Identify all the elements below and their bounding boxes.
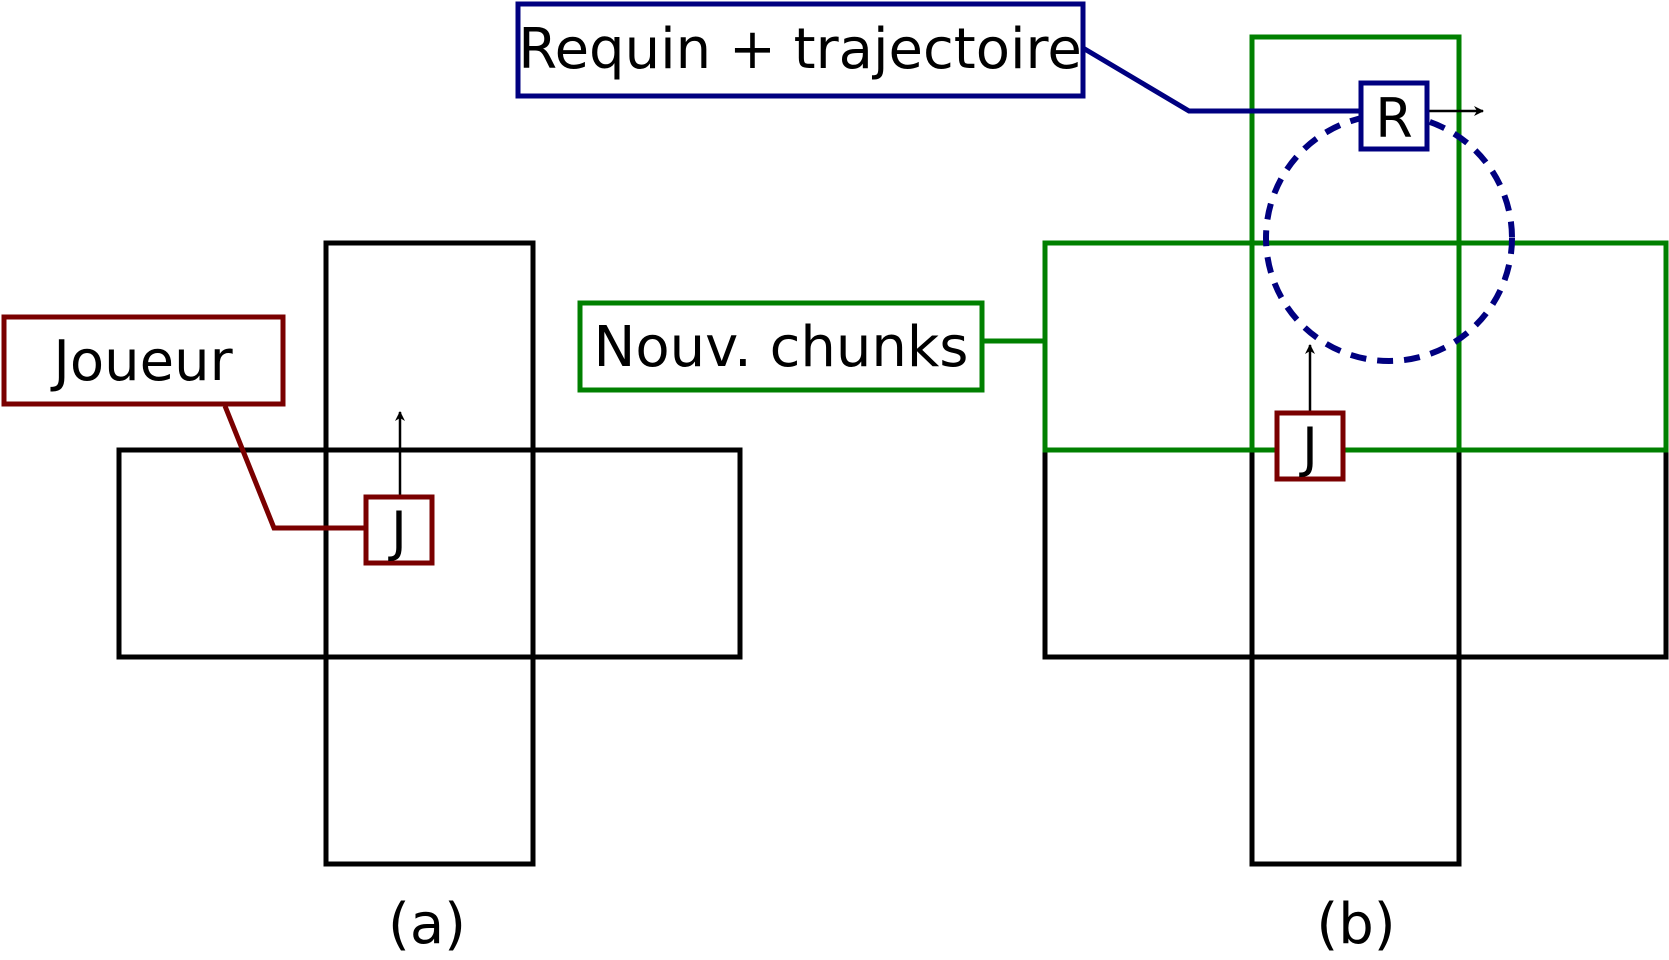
panel-a-player-leader-line: [222, 405, 366, 531]
panel-b-shark-callout: Requin + trajectoire: [515, 1, 1086, 99]
panel-b-shark-marker-box: [1358, 80, 1430, 152]
panel-b-shark-trajectory: [1263, 112, 1515, 364]
panel-b-player-marker-label: J: [1299, 416, 1318, 479]
panel-a-player-marker-label: J: [388, 500, 407, 563]
panel-a-caption: (a): [388, 892, 466, 957]
panel-a-player-callout-box: [1, 314, 286, 407]
panel-b-shark-marker-label: R: [1375, 87, 1413, 150]
panel-a-player-marker-box: [363, 494, 435, 566]
panel-b-shark-marker: R: [1358, 80, 1430, 152]
panel-b-old-chunk-grid: [1042, 447, 1669, 867]
panel-a-player-callout: Joueur: [1, 314, 286, 407]
panel-a-chunk-grid: [116, 240, 743, 867]
panel-b-player-marker-box: [1274, 410, 1346, 482]
panel-a-chunk-left: [116, 447, 329, 660]
panel-b-chunk-right: [1456, 447, 1669, 660]
panel-b-caption: (b): [1316, 892, 1395, 957]
panel-b-chunk-bottom: [1249, 654, 1462, 867]
panel-a-player-callout-label: Joueur: [50, 329, 233, 394]
panel-b-new-chunks-callout: Nouv. chunks: [577, 300, 985, 393]
panel-b-shark-callout-label: Requin + trajectoire: [518, 17, 1082, 82]
panel-a-player-marker: J: [363, 494, 435, 566]
panel-b-new-chunk-grid: [1042, 34, 1669, 453]
panel-a: Joueur J (a): [1, 240, 743, 957]
panel-b-shark-callout-box: [515, 1, 1086, 99]
panel-b-new-chunk-right: [1456, 240, 1669, 453]
panel-b-new-chunks-callout-box: [577, 300, 985, 393]
panel-b-new-chunk-left: [1042, 240, 1255, 453]
panel-b-new-chunks-callout-label: Nouv. chunks: [594, 315, 969, 380]
panel-a-chunk-top: [323, 240, 536, 453]
panel-a-chunk-right: [530, 447, 743, 660]
panel-b-chunk-left: [1042, 447, 1255, 660]
panel-b-player-marker: J: [1274, 410, 1346, 482]
panel-b-shark-leader-line: [1081, 45, 1359, 114]
panel-b: Nouv. chunks Requin + trajectoire R J (b…: [515, 1, 1669, 957]
panel-a-chunk-bottom: [323, 654, 536, 867]
